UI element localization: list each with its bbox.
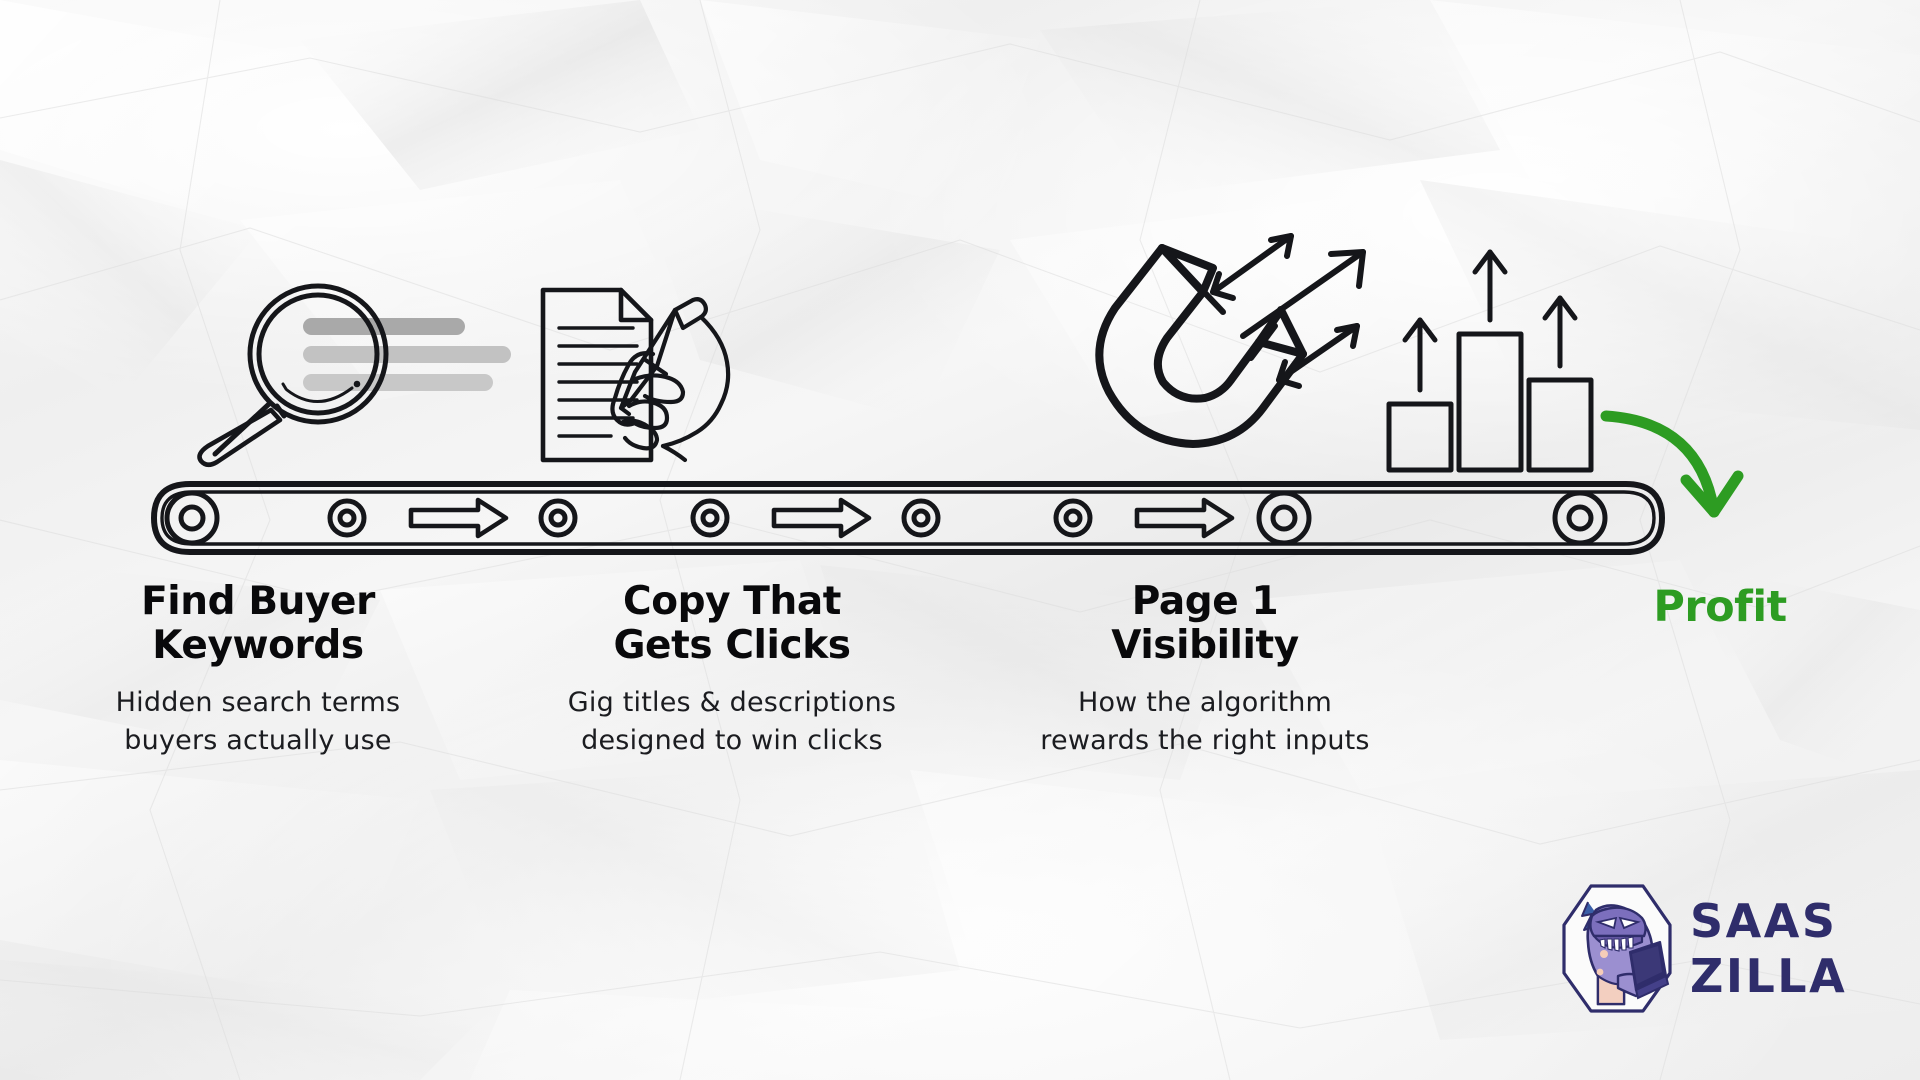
stage-title: Copy That Gets Clicks bbox=[613, 579, 851, 669]
stage-subtitle: Gig titles & descriptions designed to wi… bbox=[567, 687, 897, 757]
hand-with-pen bbox=[610, 297, 731, 463]
stage-text-page-1-visibility: Page 1 Visibility How the algorithm rewa… bbox=[1025, 579, 1385, 761]
stage-text-copy-that-gets-clicks: Copy That Gets Clicks Gig titles & descr… bbox=[562, 579, 902, 761]
stage-title: Page 1 Visibility bbox=[1111, 579, 1299, 669]
stage-subtitle: How the algorithm rewards the right inpu… bbox=[1040, 687, 1370, 757]
stage-text-find-buyer-keywords: Find Buyer Keywords Hidden search terms … bbox=[88, 579, 428, 761]
horseshoe-magnet bbox=[1095, 244, 1307, 448]
saas-zilla-logo[interactable]: SAAS ZILLA bbox=[1558, 872, 1874, 1024]
brand-wordmark: SAAS ZILLA bbox=[1690, 898, 1847, 999]
profit-label: Profit bbox=[1653, 582, 1787, 632]
chart-growth-arrows bbox=[1402, 249, 1578, 393]
stage-subtitle: Hidden search terms buyers actually use bbox=[115, 687, 401, 757]
magnifier-result-bars bbox=[303, 318, 511, 391]
dino-head bbox=[1589, 906, 1647, 952]
magnet-icon bbox=[1095, 233, 1366, 448]
magnifying-glass-icon bbox=[197, 283, 511, 468]
document-sheet bbox=[540, 287, 654, 463]
dino-arm-and-laptop bbox=[1616, 940, 1670, 1000]
brand-line-2: ZILLA bbox=[1690, 948, 1848, 1003]
stage-title: Find Buyer Keywords bbox=[141, 579, 375, 669]
brand-line-1: SAAS bbox=[1690, 893, 1838, 948]
magnet-attraction-arrows bbox=[1210, 233, 1366, 389]
conveyor-belt bbox=[151, 481, 1665, 555]
dinosaur-with-laptop-icon bbox=[1562, 884, 1672, 1013]
chart-bars bbox=[1386, 331, 1594, 473]
belt-rollers bbox=[164, 490, 1608, 546]
document-pen-icon bbox=[540, 287, 731, 463]
growth-bar-chart-icon bbox=[1386, 249, 1594, 473]
belt-outline bbox=[151, 481, 1665, 555]
profit-curved-arrow bbox=[1600, 410, 1744, 518]
belt-direction-arrows bbox=[408, 497, 1235, 539]
